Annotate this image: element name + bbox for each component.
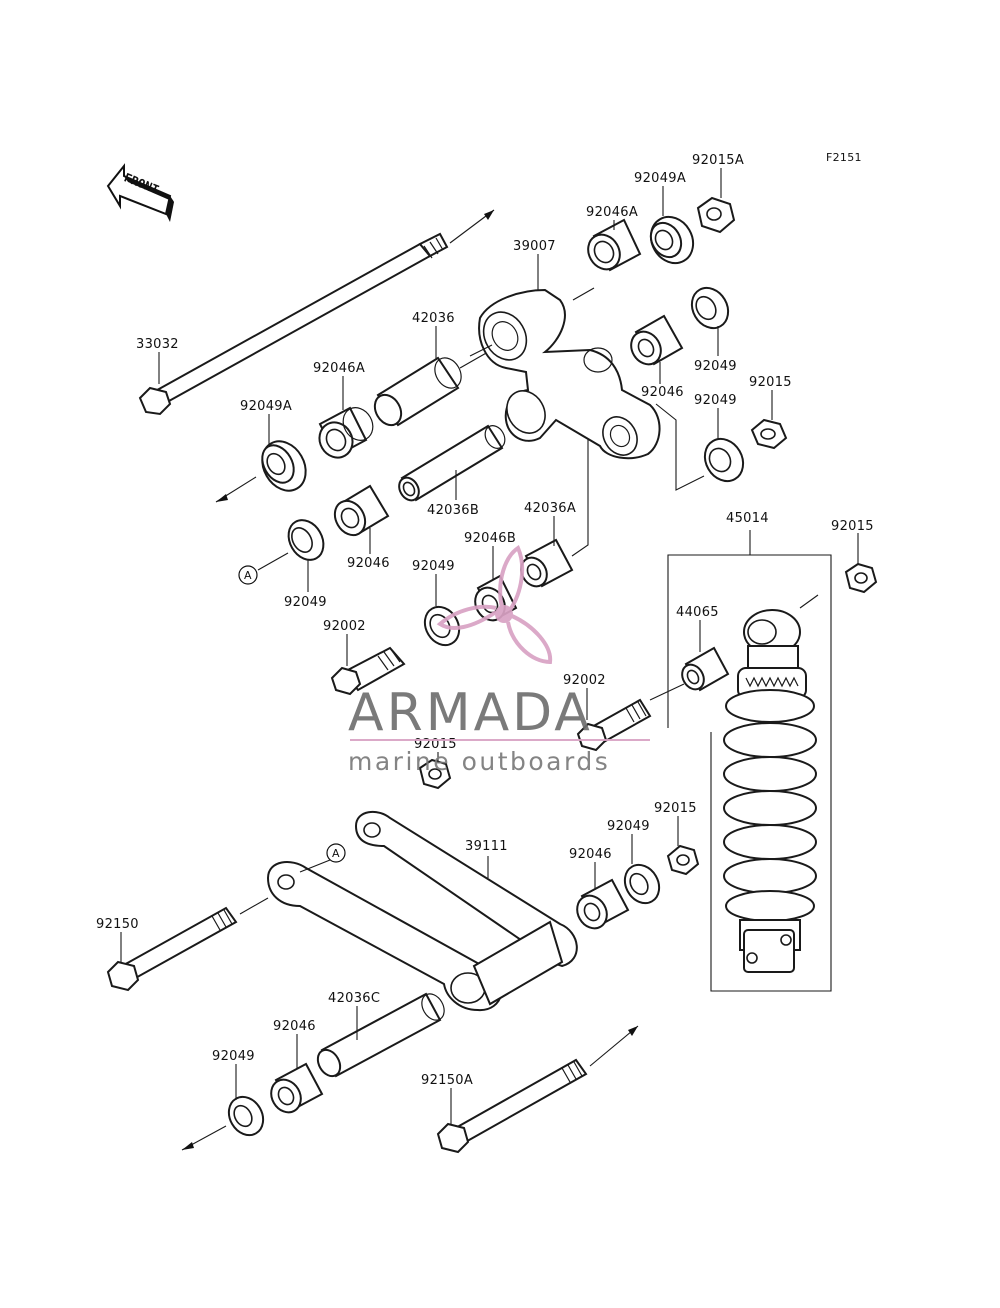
label-92002-mid: 92002 — [563, 673, 606, 688]
bolt-92150 — [106, 897, 269, 992]
label-42036: 42036 — [412, 311, 455, 326]
label-42036a: 42036A — [524, 501, 576, 516]
label-92015a: 92015A — [692, 153, 744, 168]
bearing-92046a-left — [318, 406, 374, 459]
spring-coil — [723, 689, 817, 922]
bearing-92046-left — [333, 484, 390, 537]
seal-92049-right1 — [690, 286, 730, 330]
label-42036b: 42036B — [427, 503, 479, 518]
label-92150: 92150 — [96, 917, 139, 932]
bolt-92002-left — [330, 646, 406, 696]
label-45014: 45014 — [726, 511, 769, 526]
callout-a-left: A — [238, 565, 258, 585]
bearing-92046-low — [576, 878, 630, 930]
nut-92015-low — [666, 844, 700, 876]
label-92046a-left: 92046A — [313, 361, 365, 376]
collar-44065 — [649, 646, 730, 701]
seal-92049-left — [257, 519, 325, 571]
collar-42036a — [520, 420, 589, 588]
collar-42036b — [398, 424, 506, 502]
label-92046-right: 92046 — [641, 385, 684, 400]
label-92049a-top: 92049A — [634, 171, 686, 186]
rocker-arm-39007 — [469, 288, 661, 460]
seal-92049a-left — [215, 440, 307, 503]
svg-text:A: A — [332, 847, 340, 860]
watermark: ARMADA marine outboards — [348, 545, 650, 776]
seal-92049-low — [623, 863, 661, 905]
nut-92015a — [696, 196, 736, 234]
label-92046-bottom: 92046 — [273, 1019, 316, 1034]
label-92015-low: 92015 — [654, 801, 697, 816]
label-92046b: 92046B — [464, 531, 516, 546]
label-92046a-top: 92046A — [586, 205, 638, 220]
seal-92049a-top — [649, 215, 695, 265]
label-92046-low: 92046 — [569, 847, 612, 862]
figure-code: F2151 — [826, 151, 862, 164]
front-arrow-icon: FRONT — [106, 163, 174, 222]
label-92150a: 92150A — [421, 1073, 473, 1088]
label-42036c: 42036C — [328, 991, 380, 1006]
label-92049-right2: 92049 — [694, 393, 737, 408]
bearing-92046a-top — [572, 218, 642, 301]
label-92015-shock: 92015 — [831, 519, 874, 534]
label-92049-mid: 92049 — [412, 559, 455, 574]
tie-rod-39111 — [266, 810, 578, 1012]
label-39111: 39111 — [465, 839, 508, 854]
seal-92049-right2 — [655, 403, 745, 491]
label-33032: 33032 — [136, 337, 179, 352]
leader-lines — [120, 168, 859, 1124]
bolt-92150a — [436, 1025, 639, 1154]
seal-92049-bottom — [181, 1095, 265, 1151]
label-92002-left: 92002 — [323, 619, 366, 634]
collar-42036 — [373, 351, 489, 427]
label-92049-bottom: 92049 — [212, 1049, 255, 1064]
nut-92015-right — [750, 418, 788, 450]
label-92046-left: 92046 — [347, 556, 390, 571]
watermark-tagline: marine outboards — [348, 747, 610, 776]
propeller-logo-icon — [436, 545, 553, 665]
nut-92015-mid — [418, 758, 452, 790]
pivot-shaft — [138, 209, 495, 416]
collar-42036c — [316, 992, 445, 1078]
label-92049a-left: 92049A — [240, 399, 292, 414]
nut-92015-shock — [844, 562, 878, 594]
label-92015-right: 92015 — [749, 375, 792, 390]
label-92049-left: 92049 — [284, 595, 327, 610]
part-labels: 33032 92049A 92046A 42036 42036B 92046 9… — [96, 153, 874, 1088]
shock-absorber-45014 — [667, 530, 832, 992]
callout-a-mid: A — [326, 843, 346, 863]
label-39007: 39007 — [513, 239, 556, 254]
watermark-brand: ARMADA — [348, 683, 593, 743]
label-92049-low: 92049 — [607, 819, 650, 834]
bearing-92046-right — [630, 314, 684, 366]
label-44065: 44065 — [676, 605, 719, 620]
bearing-92046-bottom — [270, 1062, 324, 1114]
label-92049-right1: 92049 — [694, 359, 737, 374]
svg-text:A: A — [244, 569, 252, 582]
